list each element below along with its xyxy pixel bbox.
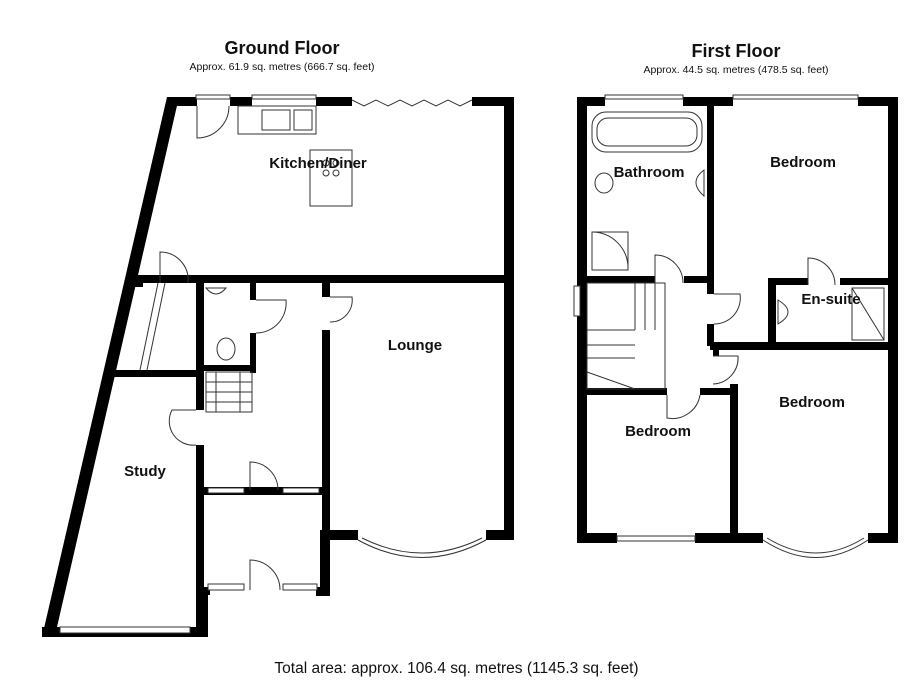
wc-icon	[216, 337, 236, 361]
room-label-bathroom: Bathroom	[614, 164, 685, 181]
ground-right-wall	[504, 97, 514, 540]
room-label-bedroom-1: Bedroom	[770, 154, 836, 171]
basin-icon	[204, 287, 228, 295]
room-label-study: Study	[124, 463, 166, 480]
first-right-wall	[888, 97, 898, 543]
first-floor-area: Approx. 44.5 sq. metres (478.5 sq. feet)	[643, 64, 829, 76]
bifold-doors	[351, 99, 473, 107]
ground-stairs	[205, 371, 253, 413]
study-window	[59, 626, 191, 634]
room-label-kitchen-diner: Kitchen/Diner	[269, 155, 367, 172]
ground-floor-title: Ground Floor	[224, 38, 340, 58]
first-floor-title: First Floor	[691, 41, 781, 61]
bathroom-window	[604, 94, 684, 100]
room-label-bedroom-3: Bedroom	[625, 423, 691, 440]
first-floor-plan: Bathroom Bedroom En-suite Bedroom Bedroo…	[573, 94, 898, 558]
lounge-door-swing	[329, 296, 353, 323]
total-area: Total area: approx. 106.4 sq. metres (11…	[274, 660, 639, 677]
ground-floor-area: Approx. 61.9 sq. metres (666.7 sq. feet)	[189, 61, 375, 73]
room-label-en-suite: En-suite	[801, 291, 860, 308]
room-label-lounge: Lounge	[388, 337, 442, 354]
sink-icon	[293, 109, 313, 131]
room-label-bedroom-2: Bedroom	[779, 394, 845, 411]
sink-drainer	[261, 109, 291, 131]
front-door-swing	[249, 559, 281, 591]
ensuite-basin-icon	[777, 299, 789, 325]
study-top-wall	[110, 370, 200, 377]
bathroom-basin-icon	[695, 168, 705, 198]
bedroom-bay-window	[762, 539, 869, 558]
first-stairs	[586, 282, 666, 390]
kitchen-window	[251, 94, 317, 100]
back-door-swing	[196, 105, 230, 139]
first-left-wall	[577, 97, 587, 543]
kitchen-island	[309, 149, 353, 207]
bedroom-window	[732, 94, 859, 100]
ground-floor-plan: Kitchen/Diner Lounge Study	[42, 94, 514, 637]
ground-top-wall-left	[167, 97, 197, 106]
shower-icon	[591, 231, 629, 271]
bathroom-wc-icon	[594, 172, 614, 194]
lounge-bay-window	[357, 539, 487, 558]
slanted-outer-wall	[42, 97, 179, 637]
